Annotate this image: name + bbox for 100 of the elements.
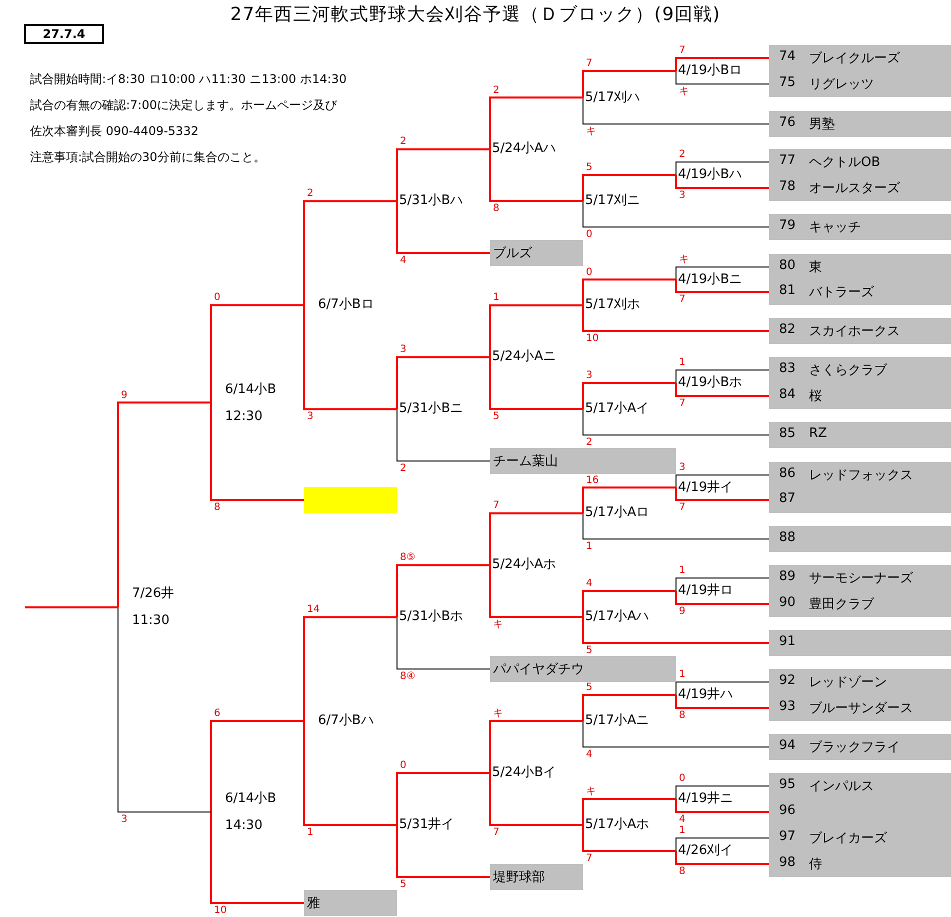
team-number: 80 — [779, 258, 796, 273]
score-label: 2 — [399, 463, 408, 474]
score-label: 1 — [306, 827, 314, 838]
team-name: チーム葉山 — [493, 453, 558, 470]
team-number: 91 — [779, 634, 796, 649]
score-label: 4 — [399, 255, 408, 266]
team-box — [304, 890, 397, 916]
score-label: 5 — [585, 162, 594, 173]
match-label: 5/31小Bハ — [397, 192, 485, 210]
team-name: 男塾 — [809, 116, 835, 133]
match-label: 4/19小Bホ — [676, 374, 764, 392]
team-number: 77 — [779, 153, 796, 168]
score-label: 2 — [678, 149, 686, 160]
score-label: 1 — [678, 669, 686, 680]
note-text: 注意事項:試合開始の30分前に集合のこと。 — [30, 149, 266, 166]
bracket-line — [489, 565, 583, 618]
bracket-line — [582, 70, 676, 98]
score-label: 0 — [678, 773, 686, 784]
bracket-line — [303, 200, 397, 306]
team-number: 97 — [779, 829, 796, 844]
bracket-line — [489, 512, 583, 566]
team-name: RZ — [809, 426, 827, 441]
bracket-line — [676, 838, 770, 852]
match-label: 5/24小Aホ — [490, 556, 578, 574]
team-name: レッドゾーン — [809, 674, 887, 691]
score-label: 16 — [585, 474, 600, 486]
team-name: 堤野球部 — [493, 869, 545, 886]
team-name: インパルス — [809, 778, 874, 795]
score-label: 2 — [585, 437, 594, 448]
team-box — [769, 591, 951, 617]
team-number: 94 — [779, 738, 796, 753]
team-box — [769, 565, 951, 591]
score-label: 5 — [585, 682, 594, 693]
score-label: 7 — [492, 827, 500, 838]
team-name: スカイホークス — [809, 323, 900, 340]
bracket-line — [303, 616, 397, 722]
team-name: キャッチ — [809, 219, 861, 236]
team-box — [490, 448, 676, 474]
team-number: 98 — [779, 855, 796, 870]
bracket-line — [676, 786, 770, 800]
score-label: 4 — [678, 814, 686, 825]
team-box — [769, 175, 951, 201]
team-box — [769, 422, 951, 448]
match-label: 6/7小Bロ — [304, 296, 394, 314]
team-box — [769, 487, 951, 513]
score-label: 7 — [678, 294, 686, 305]
score-label: 0 — [585, 229, 594, 240]
bracket-line — [396, 356, 490, 410]
match-label: 5/31井イ — [397, 816, 485, 834]
score-label: 9 — [678, 606, 686, 617]
match-label: 5/17小Aハ — [583, 608, 671, 626]
team-number: 76 — [779, 115, 796, 130]
team-number: 86 — [779, 466, 796, 481]
match-label: 5/31小Bニ — [397, 400, 485, 418]
match-label: 6/14小B — [225, 790, 278, 808]
score-label: キ — [585, 786, 597, 797]
match-label: 11:30 — [132, 612, 170, 630]
bracket-line — [675, 695, 769, 709]
bracket-line — [675, 175, 769, 189]
score-label: 3 — [678, 462, 686, 473]
team-box — [490, 656, 676, 682]
team-name: ブルズ — [493, 245, 532, 262]
team-name: 侍 — [809, 856, 822, 873]
bracket-line — [675, 799, 769, 813]
team-number: 82 — [779, 322, 796, 337]
team-box — [769, 526, 951, 552]
match-label: 5/17刈ホ — [583, 296, 671, 314]
score-label: 4 — [585, 749, 594, 760]
team-box — [769, 111, 951, 137]
match-label: 6/7小Bハ — [304, 712, 394, 730]
score-label: 1 — [678, 825, 686, 836]
bracket-line — [396, 148, 490, 202]
team-box — [769, 318, 951, 344]
bracket-line — [396, 408, 490, 462]
team-number: 87 — [779, 491, 796, 506]
score-label: 0 — [213, 292, 222, 304]
note-text: 試合開始時間:イ8:30 ロ10:00 ハ11:30 ニ13:00 ホ14:30 — [30, 71, 347, 88]
score-label: 8 — [213, 502, 222, 513]
match-label: 5/24小Aハ — [490, 140, 578, 158]
bracket-line — [582, 305, 769, 332]
match-label: 5/17小Aロ — [583, 504, 671, 522]
team-number: 93 — [779, 699, 796, 714]
team-number: 88 — [779, 530, 796, 545]
team-box — [769, 695, 951, 721]
bracket-line — [210, 402, 304, 501]
team-name: ブルーサンダース — [809, 700, 913, 717]
team-number: 84 — [779, 387, 796, 402]
match-label: 4/19井イ — [676, 478, 764, 496]
bracket-line — [675, 280, 769, 293]
team-number: 74 — [779, 49, 796, 64]
team-box — [769, 214, 951, 240]
match-label: 4/19小Bハ — [676, 166, 764, 184]
score-label: キ — [678, 254, 690, 265]
match-label: 4/19井ハ — [676, 686, 764, 704]
score-label: キ — [678, 86, 690, 97]
bracket-line — [676, 370, 770, 384]
score-label: 8 — [678, 710, 686, 721]
match-label: 14:30 — [225, 817, 264, 836]
match-label: 4/19小Bロ — [676, 62, 764, 80]
score-label: 8 — [492, 203, 500, 214]
